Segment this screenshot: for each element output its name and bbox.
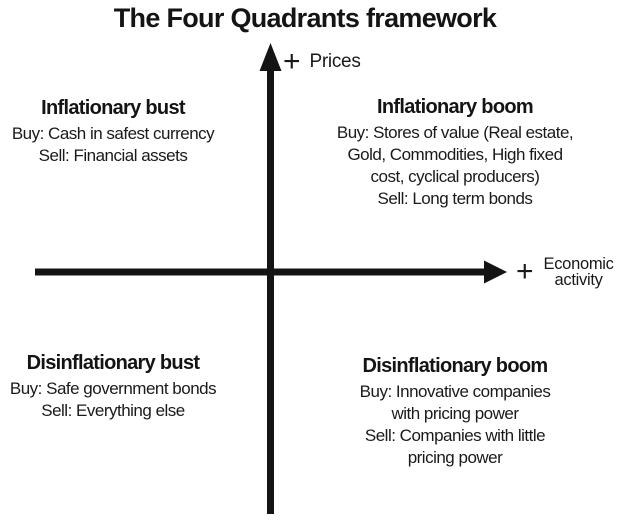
quadrant-text-line: Buy: Cash in safest currency [11,124,215,143]
quadrant-text-line: Sell: Companies with little [364,426,546,445]
y-axis-label: + Prices [283,46,361,78]
x-axis-label-line: activity [554,271,603,289]
x-axis-line [35,268,485,276]
quadrant-title: Disinflationary bust [26,352,200,374]
x-axis-label-line: Economic [543,255,614,273]
y-axis-line [267,57,274,514]
quadrant-inflationary-bust: Inflationary bust Buy: Cash in safest cu… [2,96,224,167]
quadrant-title: Disinflationary boom [362,355,549,377]
x-axis-label: + Economic activity [516,246,614,298]
quadrant-disinflationary-bust: Disinflationary bust Buy: Safe governmen… [2,351,224,422]
quadrant-text-line: Sell: Everything else [41,401,185,420]
quadrant-text-line: cost, cyclical producers) [370,167,540,186]
x-axis-label-text: Economic activity [543,255,614,289]
quadrant-text-line: Buy: Safe government bonds [9,379,217,398]
diagram-title: The Four Quadrants framework [113,3,497,33]
x-axis-arrowhead-icon [484,260,507,284]
y-axis-arrowhead-icon [259,43,282,71]
quadrant-text-line: Sell: Financial assets [38,146,188,165]
quadrant-disinflationary-boom: Disinflationary boom Buy: Innovative com… [320,354,590,469]
quadrant-text-line: Sell: Long term bonds [377,189,533,208]
y-axis-label-text: Prices [309,51,361,72]
plus-icon: + [516,255,534,288]
quadrant-text-line: Gold, Commodities, High fixed [347,145,563,164]
quadrant-text-line: pricing power [407,448,503,467]
plus-icon: + [283,45,301,78]
quadrant-title: Inflationary boom [377,96,534,118]
quadrant-title: Inflationary bust [41,97,185,119]
quadrant-inflationary-boom: Inflationary boom Buy: Stores of value (… [320,95,590,210]
quadrant-text-line: Buy: Stores of value (Real estate, [336,123,574,142]
quadrant-text-line: with pricing power [391,404,519,423]
quadrant-text-line: Buy: Innovative companies [359,382,551,401]
